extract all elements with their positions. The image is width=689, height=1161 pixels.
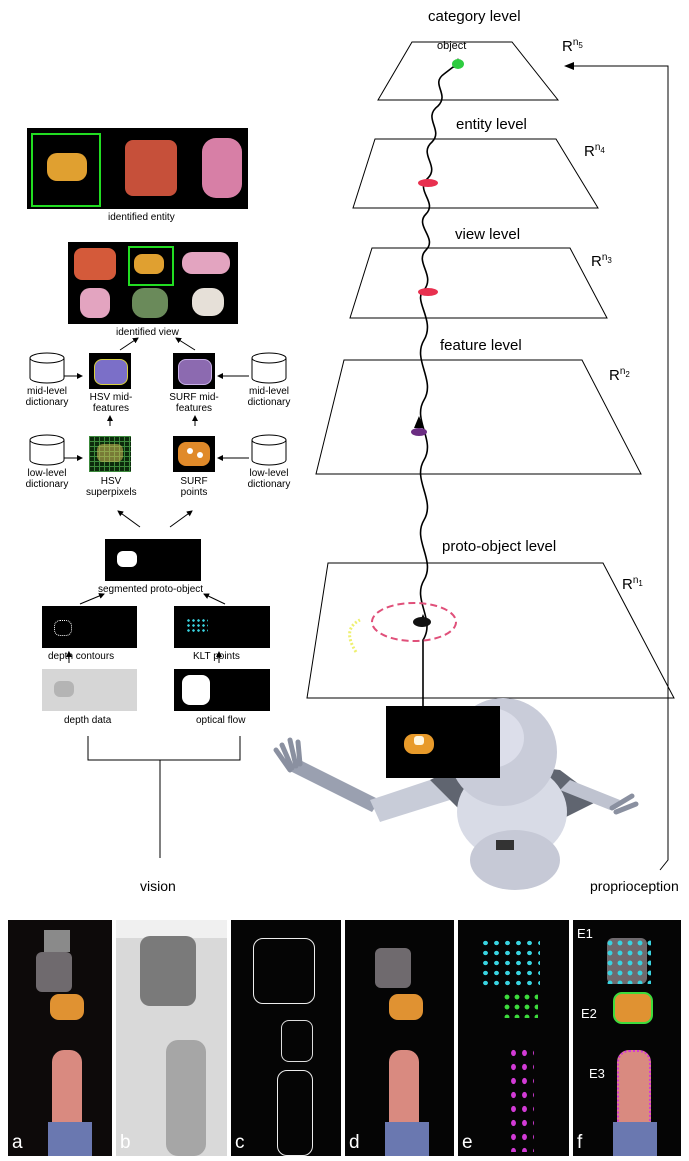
entity-dot bbox=[418, 179, 438, 187]
proprioception-label: proprioception bbox=[590, 878, 679, 894]
surf-mid-features-image bbox=[173, 353, 215, 389]
identified-entity-image bbox=[27, 128, 248, 209]
entity-tag-e1: E1 bbox=[577, 926, 593, 941]
object-label: object bbox=[437, 40, 467, 52]
surf-points-label: SURF points bbox=[180, 476, 208, 498]
panel-a: a bbox=[8, 920, 112, 1156]
depth-contours-label: depth contours bbox=[48, 651, 115, 662]
view-plane bbox=[349, 247, 608, 319]
klt-green-points bbox=[502, 992, 538, 1018]
klt-points-label: KLT points bbox=[193, 651, 240, 662]
hand-trace bbox=[348, 618, 361, 653]
proprioception-line bbox=[570, 65, 669, 871]
space-r5: Rn5 bbox=[562, 37, 583, 55]
proto-object-level-label: proto-object level bbox=[442, 538, 557, 555]
view-dot bbox=[418, 288, 438, 296]
object-dot bbox=[452, 59, 464, 69]
hsv-mid-features-label: HSV mid-features bbox=[89, 392, 133, 414]
surf-points-image bbox=[173, 436, 215, 472]
category-plane bbox=[377, 41, 560, 101]
toy-object-patch bbox=[414, 736, 424, 745]
segmented-proto-object-label: segmented proto-object bbox=[98, 584, 204, 595]
surf-mid-features-label: SURF mid-features bbox=[169, 392, 219, 414]
mid-dictionary-left-icon bbox=[29, 352, 65, 384]
category-level-label: category level bbox=[428, 8, 521, 25]
panel-f-letter: f bbox=[577, 1132, 583, 1153]
feature-dot bbox=[411, 428, 427, 436]
panel-b-letter: b bbox=[120, 1132, 131, 1153]
hsv-superpixels-image bbox=[89, 436, 131, 472]
panel-a-letter: a bbox=[12, 1132, 23, 1153]
proprioception-arrowhead bbox=[564, 62, 574, 70]
entity-thumb-highlight bbox=[31, 133, 101, 207]
panel-c: c bbox=[231, 920, 341, 1156]
view-level-label: view level bbox=[455, 226, 521, 243]
entity-level-label: entity level bbox=[456, 116, 527, 133]
hsv-mid-features-image bbox=[89, 353, 131, 389]
entity-tag-e3: E3 bbox=[589, 1066, 605, 1081]
space-r1: Rn1 bbox=[622, 575, 643, 593]
klt-points-image bbox=[174, 606, 270, 648]
panel-c-letter: c bbox=[235, 1132, 245, 1153]
mid-dictionary-right-icon bbox=[251, 352, 287, 384]
trajectory-arrowhead-feature bbox=[414, 416, 424, 428]
klt-cyan-points bbox=[480, 938, 540, 988]
segmented-proto-object-image bbox=[105, 539, 201, 581]
space-r3: Rn3 bbox=[591, 252, 612, 270]
panel-e: e bbox=[458, 920, 569, 1156]
low-dictionary-right-label: low-level dictionary bbox=[247, 468, 291, 490]
identified-view-label: identified view bbox=[116, 327, 179, 338]
proto-plane bbox=[306, 562, 675, 699]
depth-data-image bbox=[42, 669, 137, 711]
space-r2: Rn2 bbox=[609, 366, 630, 384]
feature-plane bbox=[315, 359, 642, 475]
proto-ring bbox=[371, 602, 457, 642]
low-dictionary-right-icon bbox=[251, 434, 287, 466]
trajectory-path bbox=[419, 63, 458, 718]
panel-f: E1 E2 E3 f bbox=[573, 920, 681, 1156]
optical-flow-image bbox=[174, 669, 270, 711]
mid-dictionary-right-label: mid-level dictionary bbox=[247, 386, 291, 408]
low-dictionary-left-label: low-level dictionary bbox=[25, 468, 69, 490]
klt-magenta-points bbox=[508, 1046, 534, 1152]
panel-d: d bbox=[345, 920, 454, 1156]
panel-b: b bbox=[116, 920, 227, 1156]
mid-dictionary-left-label: mid-level dictionary bbox=[25, 386, 69, 408]
panel-e-letter: e bbox=[462, 1132, 473, 1153]
space-r4: Rn4 bbox=[584, 142, 605, 160]
vision-label: vision bbox=[140, 878, 176, 894]
feature-level-label: feature level bbox=[440, 337, 522, 354]
identified-entity-label: identified entity bbox=[108, 212, 175, 223]
vision-pipeline-arrows bbox=[29, 196, 287, 858]
view-thumb-highlight bbox=[128, 246, 174, 286]
identified-view-image bbox=[68, 242, 238, 324]
low-dictionary-left-icon bbox=[29, 434, 65, 466]
entity-plane bbox=[352, 138, 599, 209]
depth-data-label: depth data bbox=[64, 715, 112, 726]
proto-dot bbox=[413, 617, 431, 627]
depth-contours-image bbox=[42, 606, 137, 648]
entity-tag-e2: E2 bbox=[581, 1006, 597, 1021]
hsv-superpixels-label: HSV superpixels bbox=[86, 476, 137, 498]
optical-flow-label: optical flow bbox=[196, 715, 246, 726]
robot-camera-image bbox=[386, 706, 500, 778]
panel-d-letter: d bbox=[349, 1132, 360, 1153]
